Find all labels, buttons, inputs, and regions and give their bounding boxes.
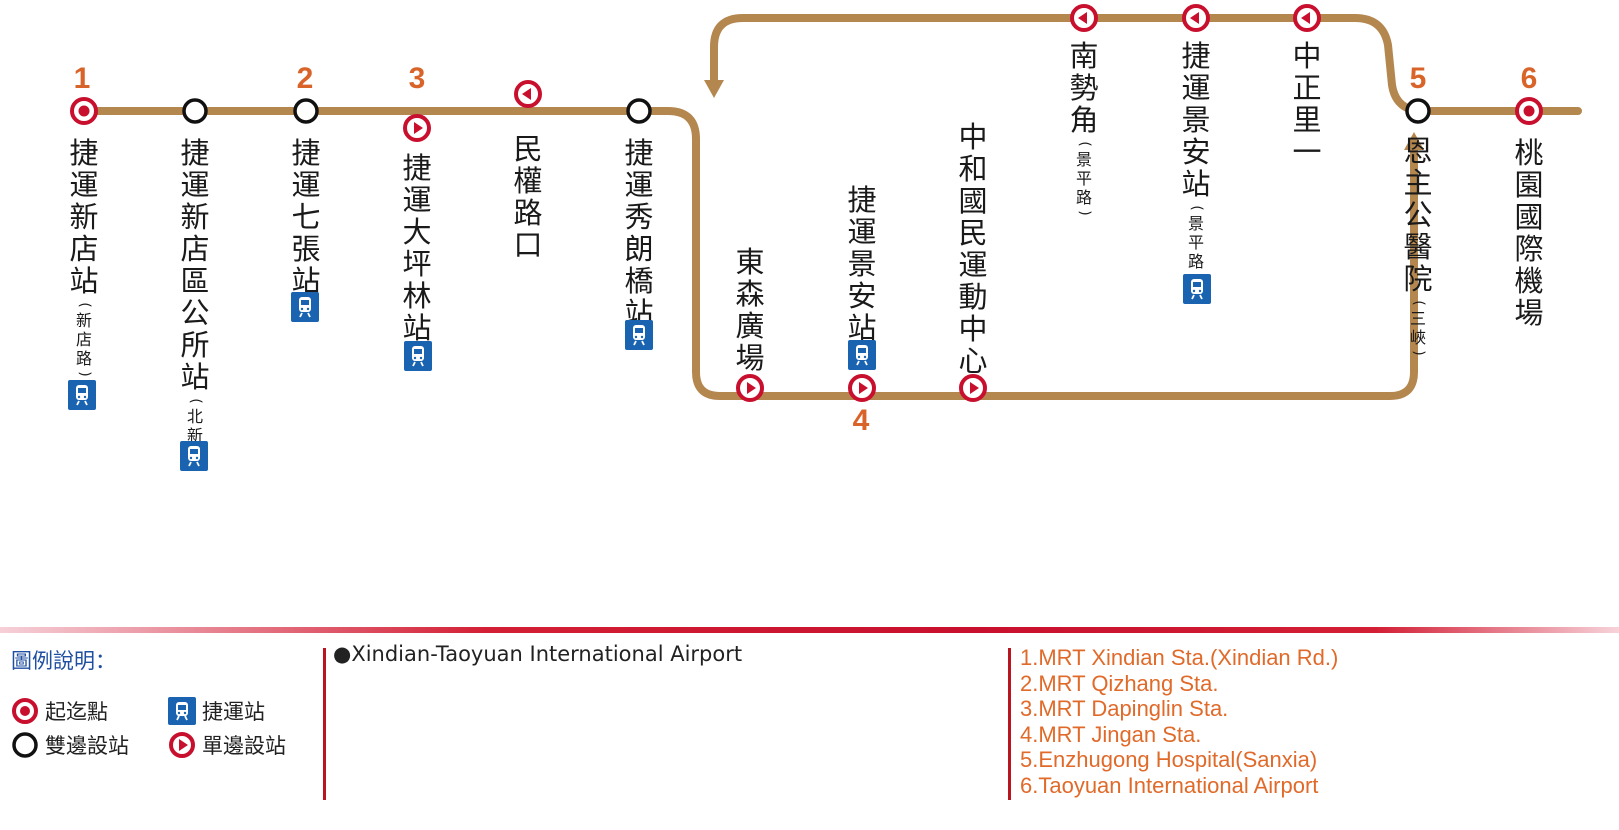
english-stop-list: 1.MRT Xindian Sta.(Xindian Rd.) 2.MRT Qi… — [1020, 645, 1338, 798]
station-label: 恩主公醫院 (三峽) — [1398, 135, 1438, 359]
route-name: ●Xindian-Taoyuan International Airport — [333, 642, 743, 666]
one-side-marker — [514, 80, 542, 108]
station-label: 捷運新店站 (新店路) — [64, 137, 104, 380]
station-label: 捷運大坪林站 — [397, 152, 437, 344]
station-label: 捷運景安站 — [842, 184, 882, 344]
one-side-marker — [403, 114, 431, 142]
station-sub-label: (景平路) — [1187, 205, 1205, 279]
legend-item-both-sides: 雙邊設站 — [11, 730, 129, 760]
both-sides-marker — [293, 98, 319, 124]
route-line — [80, 14, 1582, 400]
terminal-marker — [1515, 97, 1543, 125]
route-main-segment — [80, 107, 1418, 400]
english-stop-3: 3.MRT Dapinglin Sta. — [1020, 696, 1229, 721]
one-side-marker — [959, 374, 987, 402]
station-name: 捷運大坪林站 — [402, 151, 432, 345]
legend-item-one-side: 單邊設站 — [168, 730, 286, 760]
legend-mrt-label: 捷運站 — [202, 700, 265, 724]
stop-number-4: 4 — [852, 404, 870, 437]
route-loop-segment — [710, 14, 1582, 115]
both-sides-marker — [182, 98, 208, 124]
legend-item-terminal: 起迄點 — [11, 696, 108, 726]
station-label: 捷運七張站 — [286, 137, 326, 297]
station-sub-label: (景平路) — [1075, 141, 1093, 216]
station-name: 捷運秀朗橋站 — [624, 136, 654, 330]
legend-both-sides-label: 雙邊設站 — [45, 734, 129, 758]
station-name: 桃園國際機場 — [1514, 136, 1544, 330]
stop-number-1: 1 — [73, 62, 91, 95]
station-sub-label: (北新) — [186, 398, 204, 453]
mrt-train-icon — [68, 380, 96, 410]
station-label: 中正里一 — [1287, 40, 1327, 168]
loop-arrow-up — [1404, 132, 1424, 150]
station-name: 捷運新店區公所站 — [180, 136, 210, 394]
station-label: 東森廣場 — [730, 246, 770, 374]
station-name: 捷運景安站 — [1181, 39, 1211, 201]
legend-one-side-label: 單邊設站 — [202, 734, 286, 758]
mrt-train-icon — [168, 697, 196, 725]
station-name: 東森廣場 — [735, 245, 765, 375]
station-sub-label: (新店路) — [75, 302, 93, 377]
loop-arrow-down — [704, 80, 724, 98]
mrt-train-icon — [1183, 274, 1211, 304]
one-side-marker — [848, 374, 876, 402]
station-name: 捷運景安站 — [847, 183, 877, 345]
station-label: 南勢角 (景平路) — [1064, 40, 1104, 219]
english-stop-6: 6.Taoyuan International Airport — [1020, 772, 1319, 798]
legend-terminal-label: 起迄點 — [45, 700, 108, 724]
station-name: 中正里一 — [1292, 39, 1322, 169]
station-name: 捷運七張站 — [291, 136, 321, 298]
station-name: 中和國民運動中心 — [958, 120, 988, 378]
station-sub-label: (三峽) — [1409, 300, 1427, 356]
stop-number-2: 2 — [296, 62, 314, 95]
mrt-train-icon — [625, 320, 653, 350]
english-stop-2: 2.MRT Qizhang Sta. — [1020, 670, 1219, 696]
both-sides-icon — [11, 731, 39, 759]
mrt-train-icon — [180, 441, 208, 471]
english-stop-1: 1.MRT Xindian Sta.(Xindian Rd.) — [1020, 645, 1339, 670]
english-stop-4: 4.MRT Jingan Sta. — [1020, 721, 1202, 747]
legend-item-mrt: 捷運站 — [168, 696, 265, 726]
one-side-marker — [1182, 4, 1210, 32]
divider-line — [0, 627, 1619, 633]
legend-title: 圖例說明： — [11, 649, 116, 673]
mrt-train-icon — [404, 341, 432, 371]
column-divider — [323, 648, 326, 800]
stop-number-6: 6 — [1520, 62, 1538, 95]
station-name: 南勢角 — [1069, 39, 1099, 137]
english-stop-5: 5.Enzhugong Hospital(Sanxia) — [1020, 747, 1318, 772]
station-label: 中和國民運動中心 — [953, 121, 993, 377]
station-name: 捷運新店站 — [69, 136, 99, 298]
stop-number-5: 5 — [1409, 62, 1427, 95]
station-name: 恩主公醫院 — [1403, 134, 1433, 296]
station-name: 民權路口 — [513, 132, 543, 262]
terminal-marker — [70, 97, 98, 125]
one-side-marker — [1070, 4, 1098, 32]
one-side-marker — [1293, 4, 1321, 32]
stop-number-3: 3 — [408, 62, 426, 95]
both-sides-marker — [1405, 98, 1431, 124]
station-label: 捷運秀朗橋站 — [619, 137, 659, 329]
mrt-train-icon — [291, 292, 319, 322]
station-label: 民權路口 — [508, 133, 548, 261]
mrt-train-icon — [848, 340, 876, 370]
one-side-marker — [736, 374, 764, 402]
column-divider — [1008, 648, 1011, 800]
terminal-icon — [11, 697, 39, 725]
station-label: 桃園國際機場 — [1509, 137, 1549, 329]
both-sides-marker — [626, 98, 652, 124]
one-side-icon — [168, 731, 196, 759]
